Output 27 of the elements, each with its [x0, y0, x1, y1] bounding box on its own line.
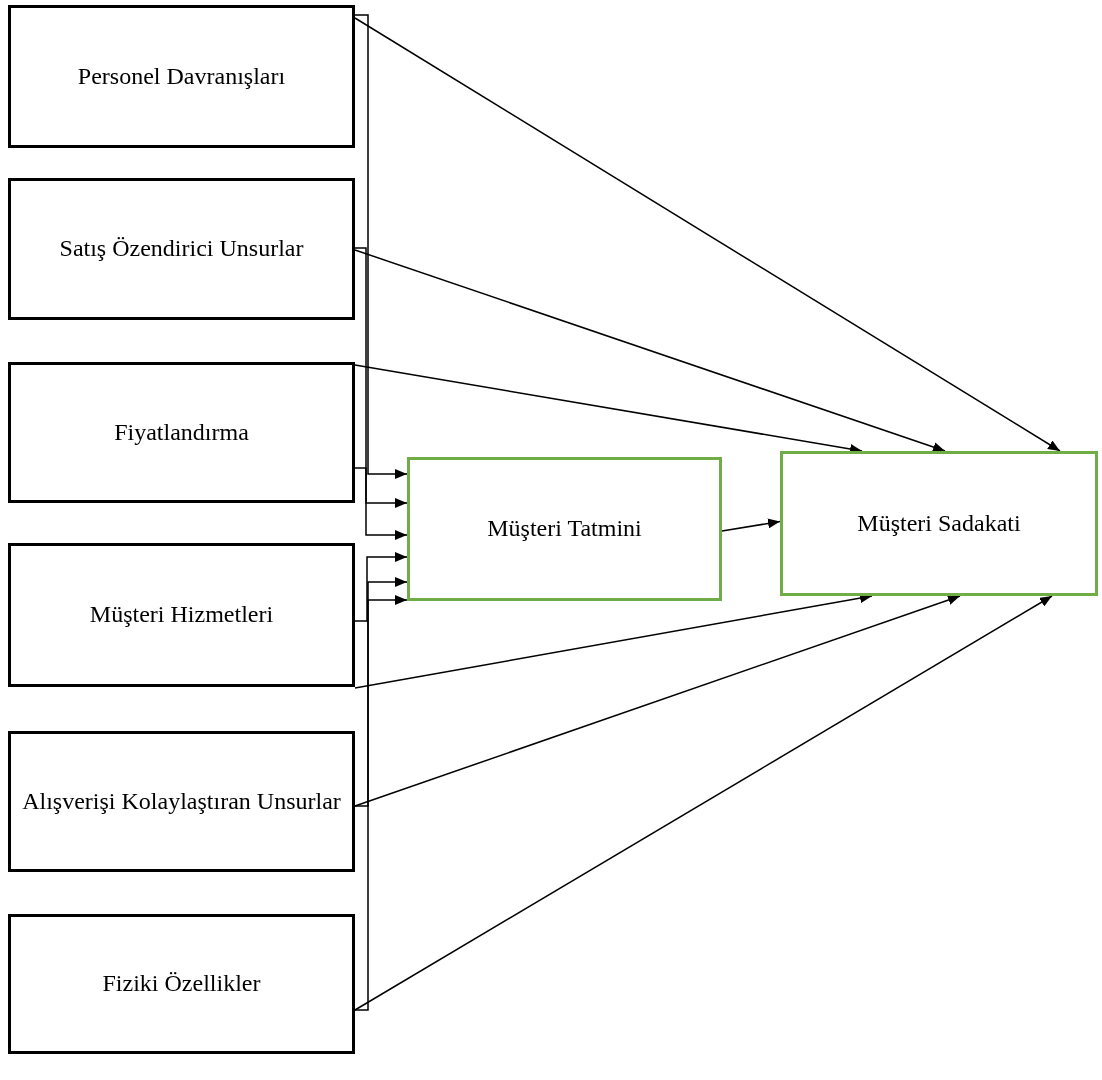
- arrow: [354, 17, 1061, 452]
- box-label: Personel Davranışları: [76, 61, 287, 91]
- arrow: [354, 14, 408, 479]
- concept-box: [8, 914, 355, 1054]
- arrow: [354, 247, 408, 540]
- concept-box: [8, 178, 355, 320]
- box-label: Fiziki Özellikler: [101, 969, 262, 999]
- concept-box: [780, 451, 1098, 596]
- arrow: [721, 518, 781, 532]
- box-label: Müşteri Tatmini: [486, 514, 643, 544]
- box-label: Fiyatlandırma: [113, 417, 250, 447]
- concept-box: [8, 362, 355, 503]
- arrow: [354, 467, 408, 508]
- box-label: Müşteri Sadakati: [856, 508, 1022, 538]
- box-label: Müşteri Hizmetleri: [88, 600, 275, 630]
- concept-box: [8, 731, 355, 872]
- box-label: Satış Özendirici Unsurlar: [58, 234, 305, 264]
- arrow: [354, 577, 408, 807]
- arrow: [354, 552, 408, 622]
- concept-box: [407, 457, 722, 601]
- arrow: [354, 595, 961, 807]
- concept-box: [8, 543, 355, 687]
- arrow: [354, 595, 408, 1011]
- arrow: [354, 595, 1053, 1011]
- box-label: Alışverişi Kolaylaştıran Unsurlar: [21, 786, 342, 816]
- arrow: [354, 249, 946, 452]
- concept-box: [8, 5, 355, 148]
